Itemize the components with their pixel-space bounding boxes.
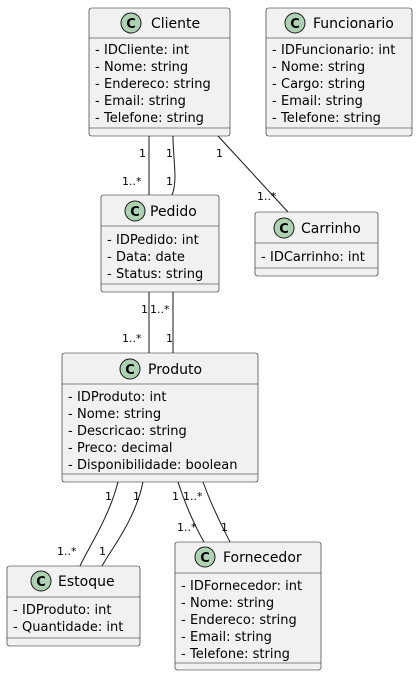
class-stereotype-glyph: C <box>130 205 140 220</box>
class-stereotype-circle <box>124 200 146 222</box>
class-produto[interactable]: C Produto -IDProduto: int -Nome: string … <box>61 352 259 483</box>
attribute: -Nome: string <box>68 407 161 422</box>
attribute: -Endereco: string <box>95 77 211 92</box>
mult-label: 1 <box>216 147 223 160</box>
mult-label: 1..* <box>177 521 197 534</box>
class-stereotype-glyph: C <box>200 551 210 566</box>
assoc-cliente-carrinho <box>217 135 289 213</box>
attribute: -IDCarrinho: int <box>261 250 365 265</box>
attribute: -IDProduto: int <box>68 390 166 405</box>
class-fornecedor[interactable]: C Fornecedor -IDFornecedor: int -Nome: s… <box>174 541 322 671</box>
class-cliente[interactable]: C Cliente -IDCliente: int -Nome: string … <box>88 7 231 137</box>
mult-label: 1 <box>133 490 140 503</box>
attribute: -Status: string <box>107 267 203 282</box>
attribute: -IDFuncionario: int <box>272 43 395 58</box>
attribute: -Nome: string <box>181 596 274 611</box>
mult-label: 1..* <box>122 332 142 345</box>
class-stereotype-circle <box>30 570 52 592</box>
attribute: -Cargo: string <box>272 77 365 92</box>
mult-label: 1 <box>166 332 173 345</box>
attribute: -Email: string <box>95 94 186 109</box>
multiplicity-labels: 1 1..* 1 1 1 1..* 1 1..* 1..* 1 1 1..* 1… <box>57 147 277 558</box>
attribute: -Telefone: string <box>181 647 290 662</box>
class-estoque[interactable]: C Estoque -IDProduto: int -Quantidade: i… <box>6 565 141 647</box>
mult-label: 1 <box>172 490 179 503</box>
class-name: Estoque <box>58 574 115 590</box>
class-stereotype-glyph: C <box>126 17 136 32</box>
class-stereotype-circle <box>119 358 141 380</box>
class-carrinho[interactable]: C Carrinho -IDCarrinho: int <box>254 211 379 277</box>
attribute: -Preco: decimal <box>68 441 173 456</box>
class-name: Pedido <box>150 204 197 220</box>
assoc-produto-fornecedor-a <box>177 481 205 543</box>
attribute: -IDFornecedor: int <box>181 579 302 594</box>
class-name: Funcionario <box>313 16 394 32</box>
mult-label: 1..* <box>122 175 142 188</box>
association-lines <box>79 135 289 567</box>
mult-label: 1..* <box>57 545 77 558</box>
attribute: -IDCliente: int <box>95 43 189 58</box>
assoc-produto-fornecedor-b <box>202 481 231 543</box>
class-name: Carrinho <box>301 221 361 237</box>
attribute: -Quantidade: int <box>13 620 123 635</box>
mult-label: 1 <box>139 147 146 160</box>
attribute: -Telefone: string <box>272 111 381 126</box>
mult-label: 1..* <box>183 490 203 503</box>
mult-label: 1 <box>99 545 106 558</box>
assoc-produto-estoque-a <box>79 481 119 567</box>
class-stereotype-glyph: C <box>36 575 46 590</box>
mult-label: 1..* <box>257 190 277 203</box>
attribute: -Telefone: string <box>95 111 204 126</box>
class-funcionario[interactable]: C Funcionario -IDFuncionario: int -Nome:… <box>265 7 413 137</box>
mult-label: 1 <box>221 521 228 534</box>
attribute: -Nome: string <box>272 60 365 75</box>
class-pedido[interactable]: C Pedido -IDPedido: int -Data: date -Sta… <box>100 194 220 293</box>
mult-label: 1 <box>166 147 173 160</box>
attribute: -Endereco: string <box>181 613 297 628</box>
mult-label: 1 <box>141 303 148 316</box>
class-name: Fornecedor <box>223 550 302 566</box>
class-stereotype-circle <box>284 12 306 34</box>
class-name: Produto <box>148 362 202 378</box>
assoc-produto-estoque-b <box>101 481 144 567</box>
mult-label: 1 <box>105 490 112 503</box>
class-stereotype-circle <box>120 12 142 34</box>
class-name: Cliente <box>151 16 200 32</box>
attribute: -Email: string <box>181 630 272 645</box>
assoc-cliente-pedido-b <box>171 135 176 196</box>
class-stereotype-glyph: C <box>290 17 300 32</box>
attribute: -Data: date <box>107 250 185 265</box>
class-stereotype-glyph: C <box>125 363 135 378</box>
class-stereotype-glyph: C <box>279 222 289 237</box>
mult-label: 1..* <box>150 303 170 316</box>
class-stereotype-circle <box>273 217 295 239</box>
attribute: -Disponibilidade: boolean <box>68 458 238 473</box>
attribute: -Email: string <box>272 94 363 109</box>
attribute: -IDProduto: int <box>13 603 111 618</box>
attribute: -Nome: string <box>95 60 188 75</box>
attribute: -Descricao: string <box>68 424 187 439</box>
mult-label: 1 <box>166 175 173 188</box>
attribute: -IDPedido: int <box>107 233 199 248</box>
class-stereotype-circle <box>194 546 216 568</box>
